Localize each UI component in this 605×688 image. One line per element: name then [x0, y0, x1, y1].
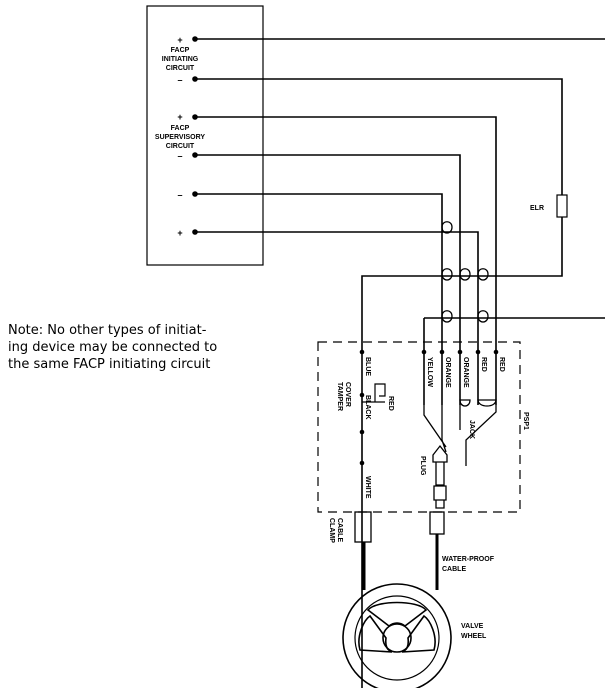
- wire-bundle-to-jack: [423, 405, 497, 466]
- sup-line3: CIRCUIT: [166, 143, 195, 150]
- wire-elr-return: [361, 217, 563, 688]
- wire-aux-minus: [195, 193, 443, 405]
- waterproof-line2: CABLE: [442, 566, 466, 573]
- cable-ties: [441, 221, 497, 407]
- init-line1: FACP: [171, 47, 190, 54]
- label-plug: PLUG: [419, 456, 426, 476]
- label-cable: CABLE: [336, 518, 343, 542]
- init-minus: –: [177, 75, 182, 85]
- psp1-enclosure: [317, 341, 521, 513]
- note-line3: the same FACP initiating circuit: [8, 357, 211, 372]
- label-cover: COVER: [344, 382, 351, 407]
- elr-label: ELR: [530, 205, 544, 212]
- sup-plus: +: [177, 112, 182, 122]
- note-line2: ing device may be connected to: [8, 340, 218, 355]
- installation-note: Note: No other types of initiat- ing dev…: [8, 322, 298, 373]
- label-orange1: ORANGE: [444, 357, 451, 388]
- waterproof-line1: WATER-PROOF: [442, 556, 495, 563]
- note-line1: Note: No other types of initiat-: [8, 323, 207, 338]
- init-line2: INITIATING: [162, 56, 199, 63]
- init-plus: +: [177, 35, 182, 45]
- waterproof-cable: [362, 534, 439, 590]
- label-red-tamper: RED: [387, 396, 394, 411]
- init-line3: CIRCUIT: [166, 65, 195, 72]
- label-yellow: YELLOW: [426, 357, 433, 387]
- plug: [432, 444, 448, 509]
- valve-line1: VALVE: [461, 623, 484, 630]
- label-red2: RED: [498, 357, 505, 372]
- elr-resistor: [556, 194, 568, 218]
- label-jack: JACK: [468, 420, 475, 439]
- sup-line1: FACP: [171, 125, 190, 132]
- cable-clamp: [354, 511, 372, 543]
- waterproof-connector: [429, 511, 445, 535]
- label-red1: RED: [480, 357, 487, 372]
- valve-line2: WHEEL: [461, 633, 487, 640]
- aux-plus: +: [177, 228, 182, 238]
- label-white: WHITE: [364, 476, 371, 499]
- label-psp1: PSP1: [522, 412, 529, 430]
- label-blue: BLUE: [364, 357, 371, 376]
- wire-junctions: [359, 349, 499, 466]
- wire-aux-plus: [195, 231, 479, 405]
- label-orange2: ORANGE: [462, 357, 469, 388]
- sup-line2: SUPERVISORY: [155, 134, 206, 141]
- aux-minus: –: [177, 190, 182, 200]
- valve-wheel: [342, 583, 452, 688]
- label-tamper: TAMPER: [336, 382, 343, 411]
- wire-supervisory-plus: [195, 116, 497, 405]
- wire-initiating-minus: [195, 78, 563, 195]
- label-clamp: CLAMP: [328, 518, 335, 543]
- wire-supervisory-minus: [195, 154, 461, 405]
- tamper-switch: [362, 383, 386, 403]
- label-black: BLACK: [364, 395, 371, 420]
- facp-panel: [146, 5, 264, 266]
- sup-minus: –: [177, 151, 182, 161]
